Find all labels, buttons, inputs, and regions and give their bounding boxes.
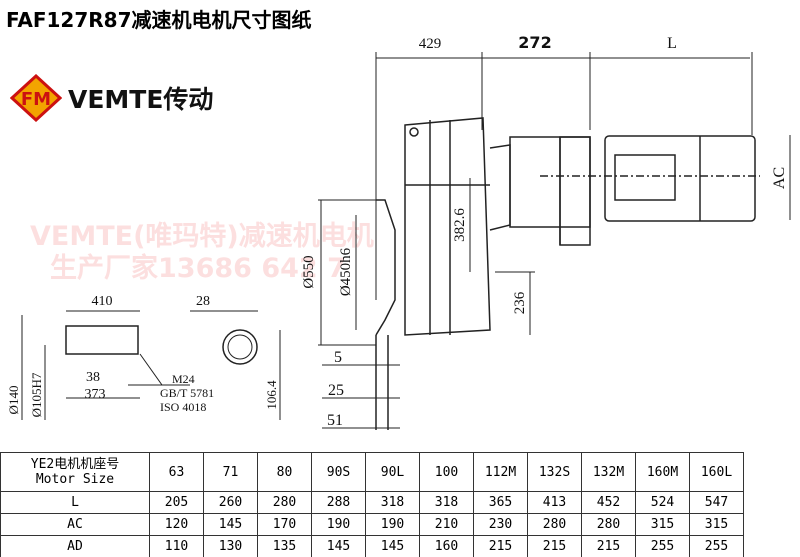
- dim-410: 410: [92, 294, 113, 309]
- value-cell: 135: [257, 535, 312, 557]
- value-cell: 280: [527, 513, 582, 536]
- row-label: AC: [0, 513, 150, 536]
- gearbox-body: [375, 117, 491, 430]
- value-cell: 288: [311, 491, 366, 514]
- value-cell: 524: [635, 491, 690, 514]
- dim-AC: AC: [771, 167, 788, 189]
- dim-429: 429: [419, 36, 442, 52]
- brand-logo: FM VEMTE传动: [10, 74, 213, 122]
- top-dimensions: 429 272 L AC: [375, 33, 791, 300]
- dim-382-6: 382.6: [452, 208, 468, 242]
- size-cell: 100: [419, 452, 474, 492]
- dim-38: 38: [86, 370, 100, 385]
- dim-51: 51: [327, 412, 343, 429]
- value-cell: 145: [311, 535, 366, 557]
- size-cell: 160L: [689, 452, 744, 492]
- value-cell: 452: [581, 491, 636, 514]
- dim-450: Ø450h6: [338, 247, 354, 296]
- value-cell: 365: [473, 491, 528, 514]
- dim-L: L: [667, 35, 677, 52]
- page-title: FAF127R87减速机电机尺寸图纸: [6, 8, 312, 32]
- size-cell: 63: [149, 452, 204, 492]
- header-cn: YE2电机机座号: [30, 457, 120, 472]
- size-cell: 80: [257, 452, 312, 492]
- hollow-shaft-detail: 410 38 373 M24 GB/T 5781 ISO 4018 Ø140 Ø…: [6, 294, 281, 420]
- value-cell: 160: [419, 535, 474, 557]
- size-cell: 71: [203, 452, 258, 492]
- vemte-logo-icon: FM: [10, 74, 62, 122]
- note-iso: ISO 4018: [160, 400, 206, 414]
- value-cell: 215: [473, 535, 528, 557]
- watermark-line2: 生产厂家13686 642 7: [50, 253, 346, 284]
- dim-140: Ø140: [6, 386, 21, 415]
- gearbox-dimensions: Ø550 Ø450h6 382.6 236 5 25 51: [301, 178, 535, 429]
- value-cell: 170: [257, 513, 312, 536]
- value-cell: 260: [203, 491, 258, 514]
- value-cell: 215: [581, 535, 636, 557]
- dim-272: 272: [518, 33, 551, 52]
- value-cell: 315: [689, 513, 744, 536]
- value-cell: 413: [527, 491, 582, 514]
- value-cell: 547: [689, 491, 744, 514]
- dim-236: 236: [512, 291, 528, 314]
- logo-text: VEMTE传动: [68, 85, 214, 114]
- value-cell: 210: [419, 513, 474, 536]
- value-cell: 255: [689, 535, 744, 557]
- value-cell: 318: [365, 491, 420, 514]
- dim-28: 28: [196, 294, 210, 309]
- dim-105: Ø105H7: [29, 372, 44, 417]
- svg-text:FM: FM: [21, 89, 51, 110]
- value-cell: 190: [365, 513, 420, 536]
- intermediate-gear-unit: [489, 136, 591, 246]
- value-cell: 120: [149, 513, 204, 536]
- value-cell: 145: [365, 535, 420, 557]
- value-cell: 230: [473, 513, 528, 536]
- value-cell: 315: [635, 513, 690, 536]
- note-m24: M24: [172, 372, 195, 386]
- row-label: L: [0, 491, 150, 514]
- dim-5: 5: [334, 349, 342, 366]
- motor: [540, 135, 760, 222]
- value-cell: 205: [149, 491, 204, 514]
- size-cell: 132S: [527, 452, 582, 492]
- dim-106-4: 106.4: [264, 380, 279, 410]
- row-label: AD: [0, 535, 150, 557]
- value-cell: 130: [203, 535, 258, 557]
- dim-550: Ø550: [301, 255, 317, 288]
- note-gbt: GB/T 5781: [160, 386, 214, 400]
- value-cell: 145: [203, 513, 258, 536]
- dim-25: 25: [328, 382, 344, 399]
- size-cell: 90L: [365, 452, 420, 492]
- dim-373: 373: [85, 387, 106, 402]
- value-cell: 215: [527, 535, 582, 557]
- value-cell: 190: [311, 513, 366, 536]
- value-cell: 280: [257, 491, 312, 514]
- header-en: Motor Size: [35, 472, 115, 487]
- value-cell: 255: [635, 535, 690, 557]
- technical-drawing: 429 272 L AC: [6, 33, 791, 430]
- value-cell: 280: [581, 513, 636, 536]
- size-cell: 160M: [635, 452, 690, 492]
- size-cell: 132M: [581, 452, 636, 492]
- watermark-line1: VEMTE(唯玛特)减速机电机: [30, 221, 374, 252]
- value-cell: 318: [419, 491, 474, 514]
- size-cell: 112M: [473, 452, 528, 492]
- size-cell: 90S: [311, 452, 366, 492]
- value-cell: 110: [149, 535, 204, 557]
